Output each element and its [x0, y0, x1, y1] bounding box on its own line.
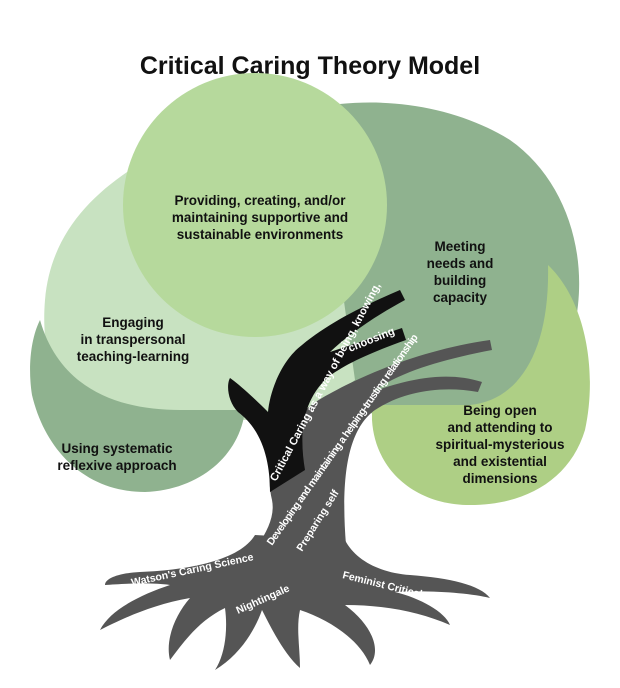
tree-roots — [100, 535, 490, 670]
region-label-left-upper: Engaging in transpersonal teaching-learn… — [76, 315, 190, 364]
canopy-lime-green-region — [372, 265, 590, 505]
region-label-top: Providing, creating, and/or maintaining … — [171, 193, 349, 242]
region-label-right-lower: Being open and attending to spiritual-my… — [435, 403, 565, 486]
black-branch — [228, 290, 406, 492]
canopy-light-green-circle — [123, 73, 387, 337]
diagram-title: Critical Caring Theory Model — [139, 52, 481, 80]
region-label-right-upper: Meeting needs and building capacity — [426, 239, 494, 305]
canopy-dark-green-left-region — [30, 320, 245, 492]
region-label-left-lower: Using systematic reflexive approach — [57, 441, 177, 473]
tree-trunk — [258, 340, 492, 545]
